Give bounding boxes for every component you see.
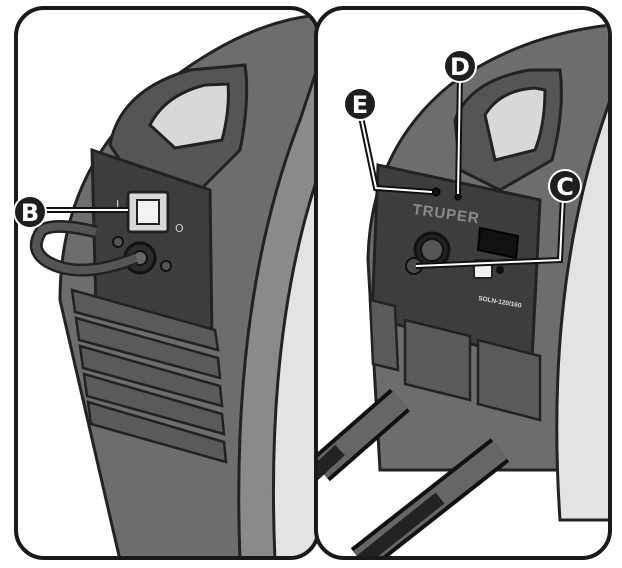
panel-screw	[160, 260, 172, 272]
switch-on-symbol: I	[116, 198, 119, 211]
vent-louvers	[70, 288, 228, 464]
callout-D: D	[443, 49, 477, 83]
callout-E: E	[343, 87, 377, 121]
left-panel: I O	[14, 6, 320, 560]
leader-lines	[44, 73, 566, 269]
vent-louvers-right	[368, 298, 542, 422]
power-switch-rocker	[136, 199, 160, 225]
callout-label-e: E	[352, 91, 368, 119]
handle-opening-right	[483, 86, 547, 162]
callout-B: B	[13, 195, 47, 229]
selector-indicator	[496, 266, 504, 274]
callout-label-b: B	[21, 199, 39, 227]
power-cord-inner	[32, 222, 138, 274]
switch-off-symbol: O	[175, 222, 184, 235]
power-indicator-light	[431, 187, 441, 197]
callout-label-c: C	[556, 173, 574, 201]
callout-label-d: D	[450, 53, 470, 81]
overheat-indicator-light	[454, 193, 462, 201]
display-window	[476, 226, 520, 260]
light-shell-right	[555, 99, 608, 522]
handle-opening	[148, 82, 230, 150]
panel-screw	[112, 236, 124, 248]
callout-C: C	[548, 169, 582, 203]
welding-cables	[318, 388, 510, 556]
right-panel: TRUPER SOLN-120/160	[314, 6, 612, 560]
knob-cap	[420, 238, 444, 262]
